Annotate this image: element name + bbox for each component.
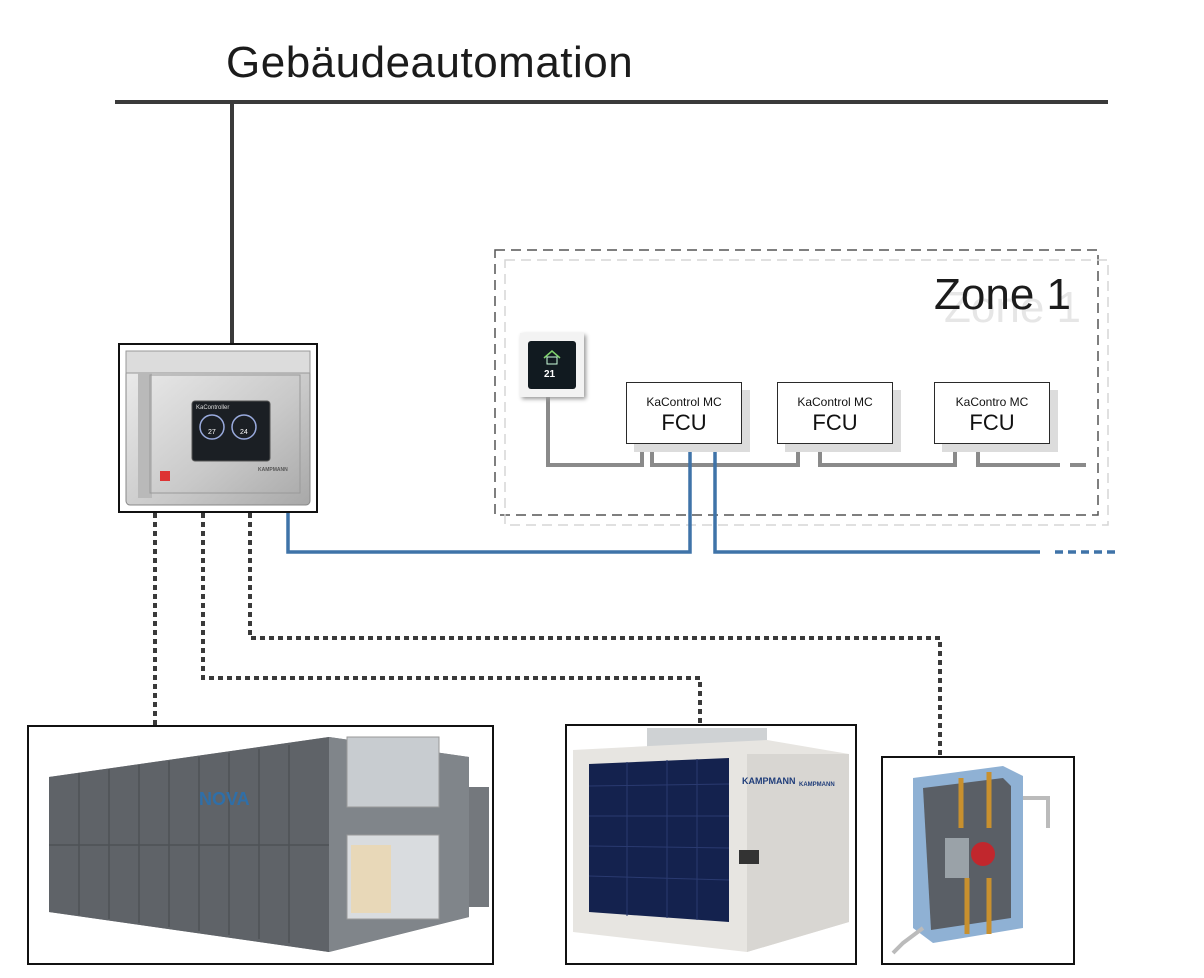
chiller-side-brand-logo: KAMPMANN [799, 782, 835, 788]
hydraulic-module-image [891, 766, 1050, 955]
hydraulic-module-device[interactable] [881, 756, 1075, 965]
signal-wiring [153, 513, 942, 756]
zone-wiring [546, 395, 1060, 467]
page-title: Gebäudeautomation [226, 38, 634, 87]
chiller-device[interactable]: KAMPMANN KAMPMANN [565, 724, 857, 965]
zone-label-shadow: Zone 1 [944, 283, 1081, 332]
controller-readout-1: 27 [208, 429, 216, 436]
fcu-model: KaControl MC [646, 395, 722, 409]
controller-screen-title: KaController [196, 405, 230, 411]
thermostat-screen [528, 341, 576, 389]
chiller-image: KAMPMANN KAMPMANN [573, 728, 849, 952]
chiller-brand-logo: KAMPMANN [742, 776, 796, 786]
zone-outline [494, 249, 1099, 516]
fcu-label: FCU [812, 410, 858, 435]
controller-cabinet-image [125, 350, 311, 506]
controller-readout-2: 24 [240, 429, 248, 436]
home-icon [543, 350, 561, 365]
fcu-box-3[interactable]: KaContro MC FCU [934, 382, 1050, 444]
fcu-label: FCU [969, 410, 1015, 435]
fcu-model: KaControl MC [797, 395, 873, 409]
modbus-wiring [286, 443, 1040, 554]
thermostat-readout: 21 [544, 369, 556, 380]
fcu-box-1[interactable]: KaControl MC FCU [626, 382, 742, 444]
controller-brand-logo: KAMPMANN [258, 467, 288, 473]
zone-label: Zone 1 [934, 270, 1071, 319]
zone-outline-ghost [504, 259, 1109, 526]
fcu-model: KaContro MC [955, 395, 1029, 409]
room-thermostat[interactable]: 21 [520, 333, 584, 397]
ahu-device[interactable]: NOVA [27, 725, 494, 965]
air-handling-unit-image: NOVA [49, 736, 489, 952]
ahu-brand-logo: NOVA [199, 789, 250, 809]
fcu-label: FCU [661, 410, 707, 435]
controller-cabinet[interactable]: KaController 27 24 KAMPMANN [118, 343, 318, 513]
fcu-box-2[interactable]: KaControl MC FCU [777, 382, 893, 444]
